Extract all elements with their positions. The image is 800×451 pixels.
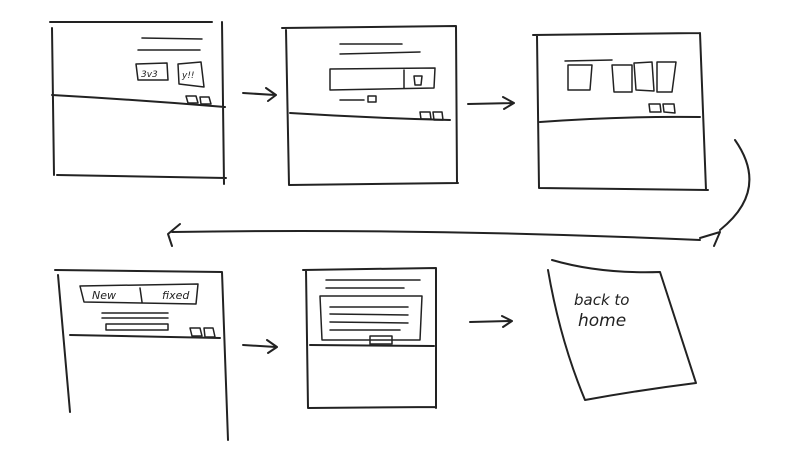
arrow-icon <box>469 315 513 328</box>
tab-fixed: fixed <box>162 289 190 302</box>
frame-screen-5 <box>302 267 437 409</box>
note-line-1: back to <box>574 291 629 309</box>
arrow-icon <box>467 96 515 110</box>
arrow-icon <box>242 87 277 102</box>
screen-1-button-2-label: y!! <box>181 71 195 81</box>
frame-screen-2 <box>281 25 459 186</box>
tab-new: New <box>92 289 116 302</box>
screen-1-button-1-label: 3v3 <box>141 70 158 80</box>
arrow-icon <box>242 339 278 354</box>
note-line-2: home <box>578 311 626 331</box>
frame-screen-4: New fixed <box>54 269 229 441</box>
frame-screen-6: back to home <box>547 259 697 401</box>
frame-screen-3 <box>532 32 709 191</box>
curved-arrow-icon <box>167 139 751 247</box>
frame-screen-1: 3v3 y!! <box>49 21 227 185</box>
